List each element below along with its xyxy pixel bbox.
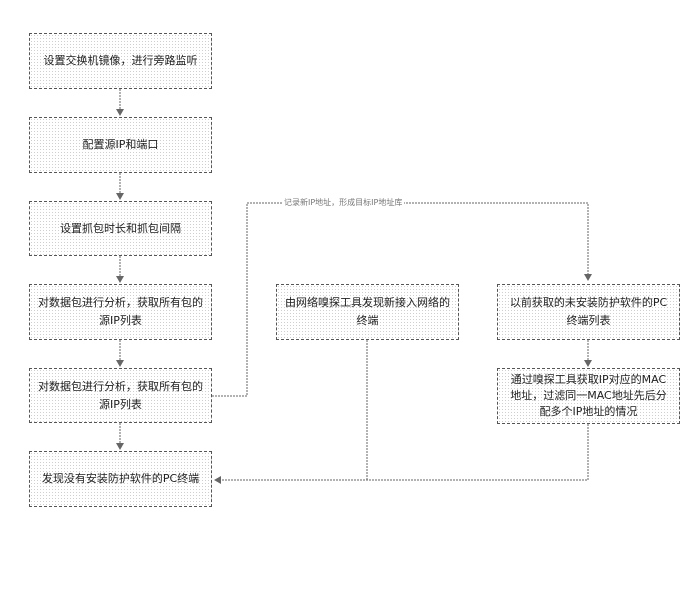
- edge-n5-n8: [212, 202, 592, 397]
- node-analyze-packets-2: 对数据包进行分析，获取所有包的源IP列表: [29, 368, 212, 423]
- node-text: 对数据包进行分析，获取所有包的源IP列表: [38, 296, 203, 327]
- node-text: 对数据包进行分析，获取所有包的源IP列表: [38, 379, 203, 411]
- node-text: 发现没有安装防护软件的PC终端: [41, 472, 200, 485]
- node-text: 设置交换机镜像，进行旁路监听: [43, 54, 198, 67]
- node-text: 配置源IP和端口: [82, 138, 159, 151]
- node-previous-unprotected-list: 以前获取的未安装防护软件的PC终端列表: [497, 284, 680, 340]
- node-text: 设置抓包时长和抓包间隔: [60, 221, 181, 235]
- edge-label-ip-library: 记录新IP地址，形成目标IP地址库: [282, 197, 405, 208]
- edge-n9-n6: [214, 424, 589, 484]
- node-mac-filter: 通过嗅探工具获取IP对应的MAC地址，过滤同一MAC地址先后分配多个IP地址的情…: [497, 368, 680, 424]
- node-text: 由网络嗅探工具发现新接入网络的终端: [285, 296, 450, 327]
- node-sniffer-new-terminals: 由网络嗅探工具发现新接入网络的终端: [276, 284, 459, 340]
- node-config-source-ip-port: 配置源IP和端口: [29, 117, 212, 173]
- node-switch-mirror: 设置交换机镜像，进行旁路监听: [29, 33, 212, 89]
- node-find-unprotected-pc: 发现没有安装防护软件的PC终端: [29, 451, 212, 507]
- node-analyze-packets-1: 对数据包进行分析，获取所有包的源IP列表: [29, 284, 212, 340]
- node-text: 以前获取的未安装防护软件的PC终端列表: [509, 296, 668, 327]
- node-text: 通过嗅探工具获取IP对应的MAC地址，过滤同一MAC地址先后分配多个IP地址的情…: [510, 373, 667, 418]
- node-capture-duration-interval: 设置抓包时长和抓包间隔: [29, 201, 212, 256]
